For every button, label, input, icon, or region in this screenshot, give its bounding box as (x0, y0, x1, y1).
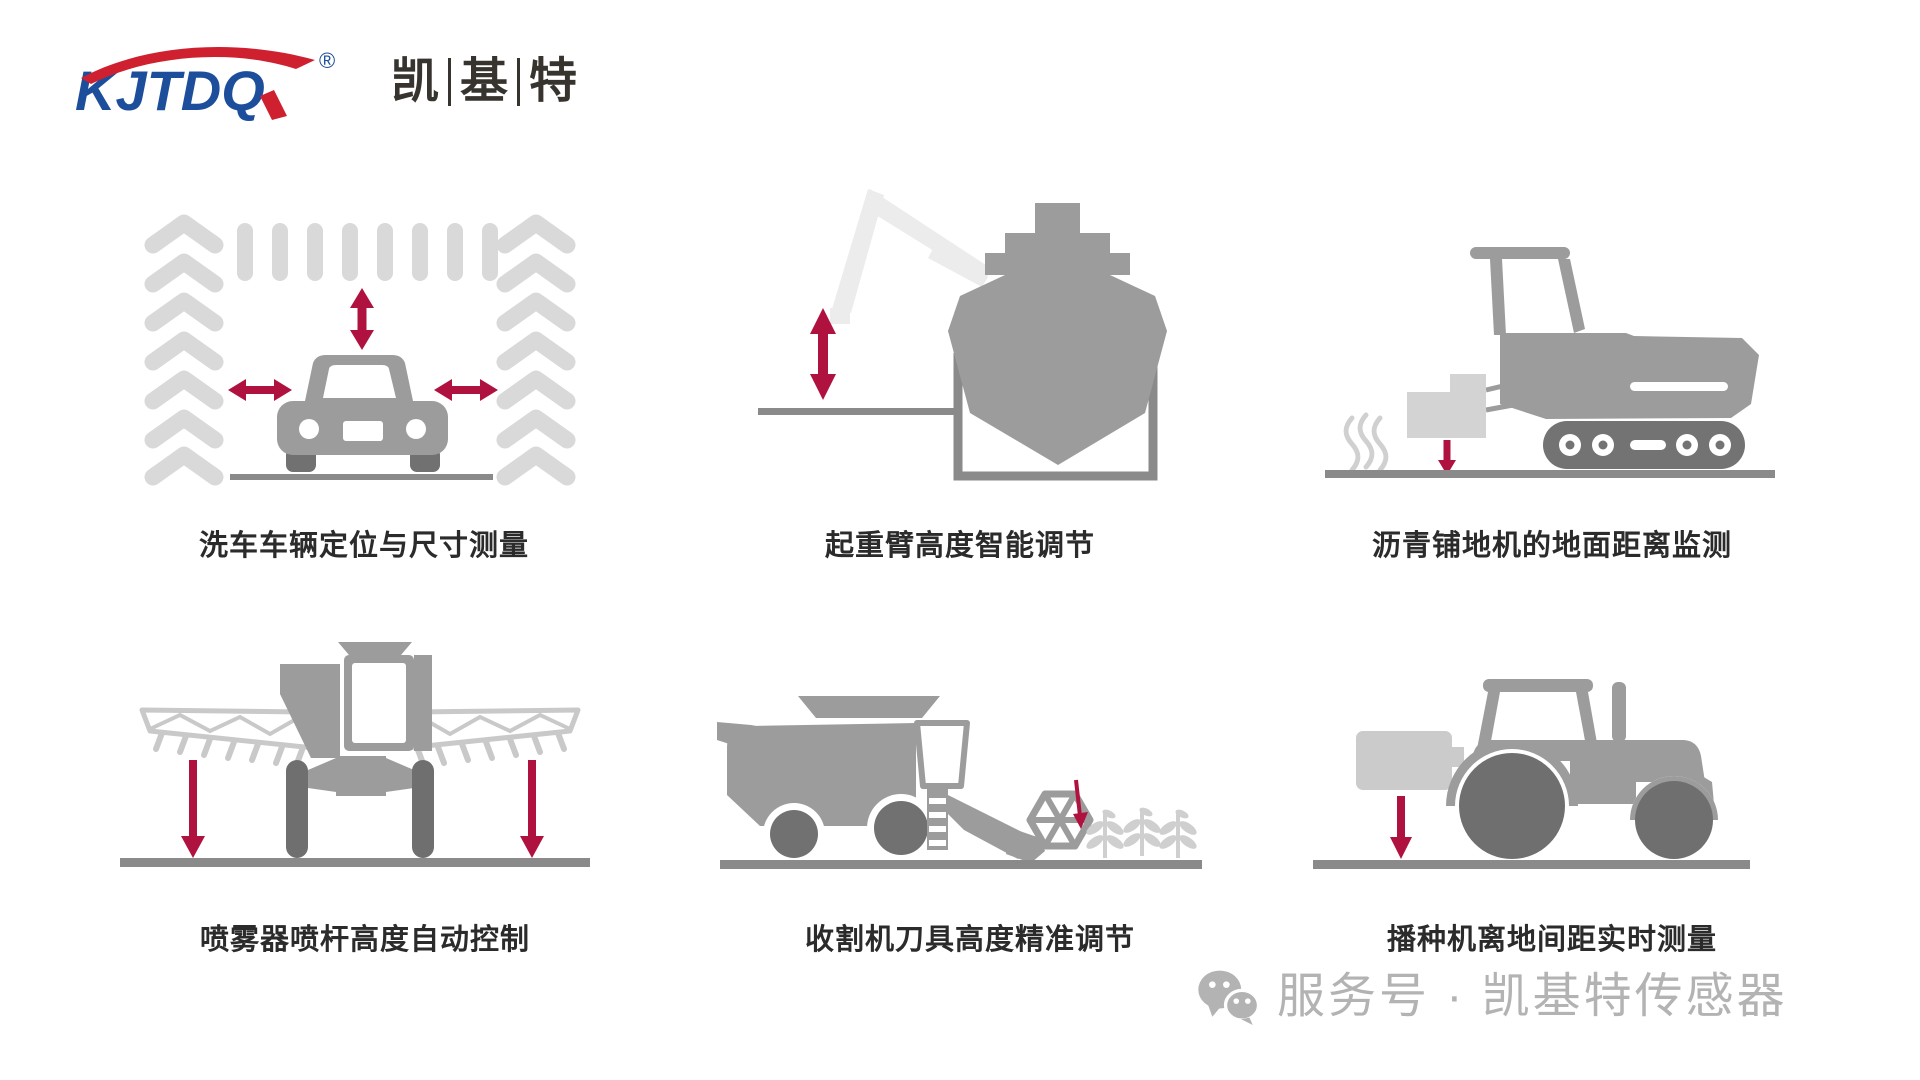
chevron-arrows-right-icon (505, 223, 567, 477)
logo-chinese-name: 凯 基 特 (391, 58, 586, 106)
cutter-height-arrow-icon (1073, 779, 1088, 829)
boom-left-height-arrow-icon (181, 760, 205, 858)
seeder-height-arrow-icon (1390, 796, 1412, 859)
caption-paver: 沥青铺地机的地面距离监测 (1371, 530, 1733, 562)
registered-mark-icon: ® (319, 48, 335, 73)
caption-car-wash: 洗车车辆定位与尺寸测量 (198, 530, 530, 562)
caption-sprayer: 喷雾器喷杆高度自动控制 (199, 924, 531, 956)
heat-waves-icon (1343, 412, 1389, 473)
crop-plants-icon (1084, 805, 1199, 858)
wechat-icon (1198, 970, 1261, 1026)
cab-icon (914, 720, 970, 789)
asphalt-paver-illustration (1325, 247, 1775, 478)
harvester-illustration (717, 696, 1202, 869)
front-wheel-icon (1635, 781, 1713, 859)
ground-line (230, 474, 493, 480)
logo-q-tail-icon (260, 90, 287, 120)
boom-left-icon (142, 710, 314, 766)
logo-swoosh-icon (81, 47, 315, 84)
caption-crane: 起重臂高度智能调节 (824, 530, 1096, 562)
vertical-measure-arrow-icon (350, 288, 374, 350)
boom-right-height-arrow-icon (520, 760, 544, 858)
crane-ship-illustration (758, 189, 1167, 481)
rear-wheel-icon (1459, 753, 1565, 859)
seeder-box-icon (1356, 731, 1464, 790)
sprayer-illustration (120, 642, 590, 867)
caption-harvester: 收割机刀具高度精准调节 (804, 924, 1136, 956)
car-wash-illustration (120, 163, 600, 493)
ground-line (1325, 470, 1775, 478)
screed-sensor-icon (1407, 374, 1486, 438)
quay-ground-line (758, 408, 958, 415)
ground-line (720, 860, 1202, 869)
caption-seeder: 播种机离地间距实时测量 (1386, 924, 1718, 956)
tractor-seeder-illustration (1313, 679, 1750, 869)
right-measure-arrow-icon (434, 379, 498, 401)
paver-icon (1407, 247, 1759, 469)
logo-cn-char: 特 (517, 58, 586, 106)
front-wheel-icon (770, 810, 818, 858)
harvester-icon (717, 696, 1094, 865)
car-icon (277, 355, 448, 472)
ship-icon (948, 203, 1167, 465)
wechat-footer: 服务号 · 凯基特传感器 (1195, 966, 1788, 1028)
wechat-account-label: 服务号 · 凯基特传感器 (1277, 970, 1788, 1023)
dock-icon (953, 351, 1158, 481)
logo-cn-char: 凯 (391, 55, 440, 108)
sensor-bars-icon (237, 223, 498, 281)
chevron-arrows-left-icon (153, 223, 215, 477)
exhaust-icon (1612, 682, 1626, 742)
left-measure-arrow-icon (228, 379, 292, 401)
kjtdq-logo-icon: KJTDQ ® (75, 47, 335, 122)
ground-line (120, 858, 590, 867)
tractor-icon (1446, 679, 1718, 864)
rear-wheel-icon (874, 801, 928, 855)
ground-line (1313, 860, 1750, 869)
crane-arm-icon (830, 189, 992, 324)
ground-distance-arrow-icon (1438, 440, 1456, 475)
crane-height-arrow-icon (810, 308, 836, 400)
reel-icon (1026, 790, 1094, 850)
logo-cn-char: 基 (448, 58, 517, 106)
brand-logo: KJTDQ ® 凯 基 特 (75, 40, 586, 124)
sprayer-body-icon (280, 642, 434, 858)
